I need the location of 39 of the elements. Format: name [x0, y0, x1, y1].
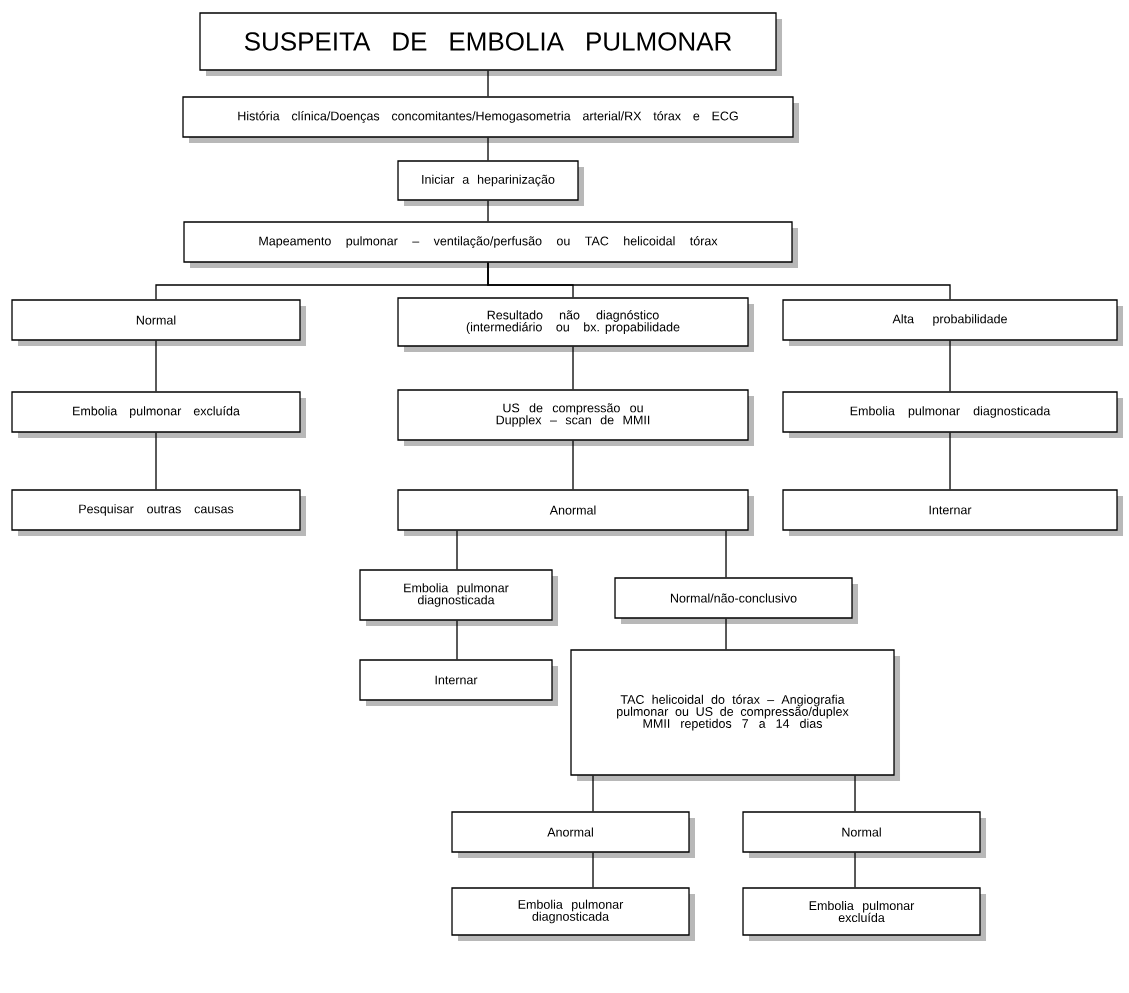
process-box: Alta probabilidade	[782, 299, 1123, 346]
process-box: Mapeamento pulmonar – ventilação/perfusão ou TAC helicoidal tórax	[183, 221, 798, 268]
connector-line	[487, 70, 489, 97]
connector-line	[487, 137, 489, 161]
process-box: Normal/não-conclusivo	[614, 577, 858, 624]
connector-line	[949, 432, 951, 490]
connector-line	[725, 530, 727, 578]
connector-line	[487, 200, 489, 222]
connector-line	[592, 852, 594, 888]
process-box: Resultado não diagnóstico (intermediário ou bx. propabilidade	[397, 297, 754, 352]
process-box: Normal	[11, 299, 306, 346]
process-box: Pesquisar outras causas	[11, 489, 306, 536]
connector-line	[592, 775, 594, 812]
connector-line	[487, 262, 951, 300]
connector-line	[854, 775, 856, 812]
process-box: TAC helicoidal do tórax – Angiografia pulmonar ou US de compressão/duplex MMII repetidos 7 a 14 dias	[570, 649, 900, 781]
process-box: Anormal	[451, 811, 695, 858]
connector-line	[572, 346, 574, 390]
connector-line	[456, 620, 458, 660]
process-box: Normal	[742, 811, 986, 858]
connector-line	[725, 618, 727, 650]
connector-line	[456, 530, 458, 570]
process-box: Embolia pulmonar diagnosticada	[782, 391, 1123, 438]
process-box: História clínica/Doenças concomitantes/Hemogasometria arterial/RX tórax e ECG	[182, 96, 799, 143]
process-box: Embolia pulmonar excluída	[11, 391, 306, 438]
process-box: Embolia pulmonar diagnosticada	[451, 887, 695, 941]
connector-line	[155, 432, 157, 490]
process-box: Embolia pulmonar excluída	[742, 887, 986, 941]
process-box: Anormal	[397, 489, 754, 536]
connector-line	[949, 340, 951, 392]
connector-line	[155, 340, 157, 392]
process-box: US de compressão ou Dupplex – scan de MMII	[397, 389, 754, 446]
process-box: Internar	[359, 659, 558, 706]
process-box: Embolia pulmonar diagnosticada	[359, 569, 558, 626]
process-box: SUSPEITA DE EMBOLIA PULMONAR	[199, 12, 782, 76]
process-box: Iniciar a heparinização	[397, 160, 584, 206]
process-box: Internar	[782, 489, 1123, 536]
connector-line	[572, 440, 574, 490]
connector-line	[854, 852, 856, 888]
